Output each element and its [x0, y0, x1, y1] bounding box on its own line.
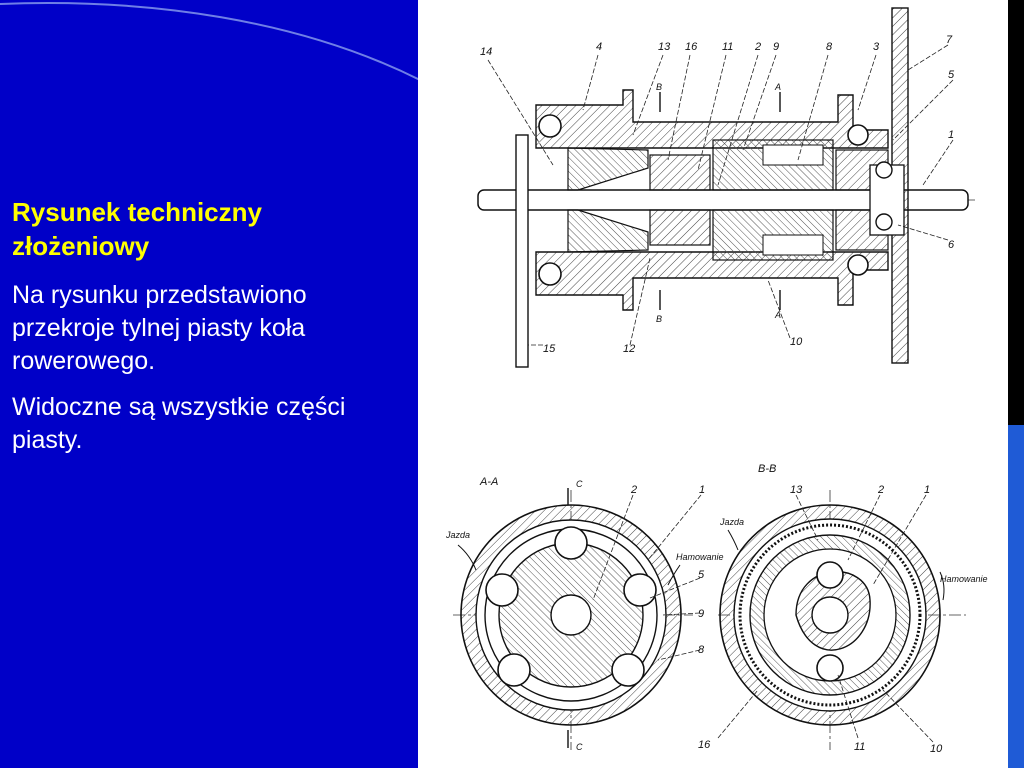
part-label-7: 7 [946, 34, 953, 46]
direction-label-hamowanie-bb: Hamowanie [940, 574, 988, 584]
direction-label-jazda-aa: Jazda [445, 530, 470, 540]
part-label-14: 14 [480, 46, 492, 58]
part-label-9: 9 [773, 41, 779, 53]
paragraph-parts: Widoczne są wszystkie części piasty. [12, 393, 346, 454]
bb-part-label-1: 1 [924, 484, 930, 496]
part-label-13: 13 [658, 41, 671, 53]
part-label-2: 2 [754, 41, 761, 53]
part-label-16: 16 [685, 41, 698, 53]
part-label-5: 5 [948, 69, 955, 81]
decorative-arc [0, 2, 420, 81]
cut-mark-c-top: C [576, 479, 583, 489]
right-edge-accent [1008, 425, 1024, 768]
slide-title: Rysunek techniczny złożeniowy [12, 197, 262, 261]
section-b-b: B-B Jazda Hamowanie [698, 463, 988, 755]
cut-mark-b-bottom: B [656, 314, 662, 324]
cut-mark-a-bottom: A [774, 310, 781, 320]
bb-part-label-2: 2 [877, 484, 884, 496]
aa-part-label-5: 5 [698, 569, 705, 581]
hub-drawing-svg: B B A A [445, 7, 988, 755]
bb-part-label-10: 10 [930, 743, 943, 755]
part-label-1: 1 [948, 129, 954, 141]
bb-part-label-16: 16 [698, 739, 711, 751]
bb-part-label-13: 13 [790, 484, 803, 496]
longitudinal-section: B B A A [477, 7, 978, 368]
direction-label-hamowanie-aa: Hamowanie [676, 552, 724, 562]
part-label-3: 3 [873, 41, 880, 53]
paragraph-description: Na rysunku przedstawiono przekroje tylne… [12, 281, 307, 375]
cut-mark-b-top: B [656, 82, 662, 92]
bb-part-label-11: 11 [854, 741, 865, 753]
cut-mark-c-bottom: C [576, 742, 583, 752]
cut-mark-a-top: A [774, 82, 781, 92]
section-label-bb: B-B [758, 463, 776, 475]
part-label-10: 10 [790, 336, 803, 348]
direction-label-jazda-bb: Jazda [719, 517, 744, 527]
part-label-11: 11 [722, 41, 733, 53]
part-label-4: 4 [596, 41, 602, 53]
section-a-a: A-A C C Jazda H [445, 476, 724, 752]
part-label-8: 8 [826, 41, 833, 53]
text-panel: Rysunek techniczny złożeniowy Na rysunku… [12, 195, 404, 470]
part-label-15: 15 [543, 343, 556, 355]
aa-part-label-1: 1 [699, 484, 705, 496]
aa-part-label-2: 2 [630, 484, 637, 496]
aa-part-label-9: 9 [698, 608, 704, 620]
section-label-aa: A-A [479, 476, 498, 488]
part-label-6: 6 [948, 239, 955, 251]
aa-part-label-8: 8 [698, 644, 705, 656]
technical-drawing: B B A A [418, 0, 1008, 768]
part-label-12: 12 [623, 343, 635, 355]
